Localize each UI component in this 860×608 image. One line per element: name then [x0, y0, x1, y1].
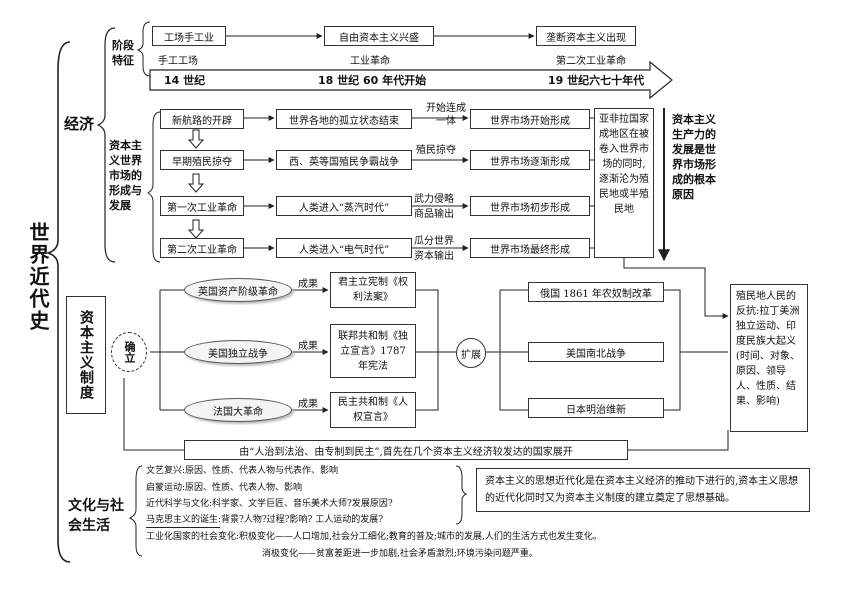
means-4: 瓜分世界资本输出: [414, 236, 454, 262]
cause-4: 第二次工业革命: [160, 238, 244, 258]
phase-1: 手工工场: [158, 56, 198, 67]
means-2: 殖民掠夺: [416, 145, 456, 156]
culture-item-4: 马克思主义的诞生:背景?人物?过程?影响? 工人运动的发展?: [146, 515, 384, 525]
result-3: 世界市场初步形成: [470, 196, 590, 216]
colonial-box: 殖民地人民的反抗:拉丁美洲独立运动、印度民族大起义(时间、对象、原因、领导人、性…: [730, 284, 808, 432]
cause-2: 早期殖民掠夺: [160, 150, 244, 170]
market-conclusion: 资本主义生产力的发展是世界市场形成的根本原因: [672, 113, 716, 201]
time-2: 18 世纪 60 年代开始: [318, 74, 427, 87]
means-3: 武力侵略商品输出: [414, 194, 454, 220]
effect-4: 人类进入“电气时代”: [276, 238, 412, 258]
colonial-resistance: 殖民地人民的反抗:拉丁美洲独立运动、印度民族大起义(时间、对象、原因、领导人、性…: [736, 291, 800, 407]
system-title-box: 资本主义制度: [66, 296, 106, 414]
system-summary: 由“人治到法治、由专制到民主”,首先在几个资本主义经济较发达的国家展开: [184, 440, 628, 460]
result-1: 世界市场开始形成: [470, 109, 590, 129]
revolution-result-1: 君主立宪制《权利法案》: [338, 277, 408, 303]
system-title: 资本主义制度: [78, 310, 94, 400]
cause-3: 第一次工业革命: [160, 196, 244, 216]
effect-1: 世界各地的孤立状态结束: [276, 109, 412, 129]
main-title: 世界近代史: [26, 222, 50, 332]
time-1: 14 世纪: [164, 74, 206, 87]
outcome-1: 成果: [298, 279, 318, 290]
effect-3: 人类进入“蒸汽时代”: [276, 196, 412, 216]
time-3: 19 世纪六七十年代: [548, 74, 645, 87]
stage-label: 阶段特征: [112, 39, 134, 67]
social-change: 工业化国家的社会变化:积极变化——人口增加,社会分工细化;教育的普及;城市的发展…: [146, 532, 602, 542]
stage-box-2: 自由资本主义兴盛: [324, 26, 434, 46]
stage-box-3: 垄断资本主义出现: [536, 26, 636, 46]
culture-title: 文化与社会生活: [68, 498, 124, 534]
market-summary-box: 亚非拉国家成地区在被卷入世界市场的同时,逐渐沦为殖民地或半殖民地: [594, 108, 654, 258]
cause-1: 新航路的开辟: [160, 109, 244, 129]
culture-item-1: 文艺复兴:原因、性质、代表人物与代表作、影响: [146, 466, 339, 476]
establish-node: 确立: [111, 332, 147, 372]
marxism-underline: [146, 527, 220, 528]
culture-item-3: 近代科学与文化:科学家、文学巨匠、音乐美术大师?发展原因?: [146, 499, 393, 509]
result-box-2: 联邦共和制《独立宣言》1787 年宪法: [330, 324, 416, 378]
expand-node: 扩展: [456, 338, 486, 368]
establish-label: 确立: [123, 341, 136, 363]
result-box-1: 君主立宪制《权利法案》: [330, 272, 416, 308]
market-label: 资本主义世界市场的形成与发展: [109, 139, 142, 212]
revolution-1: 英国资产阶级革命: [184, 278, 292, 302]
means-1: 开始连成一体: [426, 103, 466, 127]
culture-summary-box: 资本主义的思想近代化是在资本主义经济的推动下进行的,资本主义思想的近代化同时又为…: [476, 468, 810, 512]
expansion-1: 俄国 1861 年农奴制改革: [528, 282, 664, 302]
result-box-3: 民主共和制《人权宣言》: [330, 392, 416, 428]
revolution-2: 美国独立战争: [184, 340, 292, 364]
culture-item-2: 启蒙运动:原因、性质、代表人物、影响: [146, 483, 303, 493]
expansion-2: 美国南北战争: [528, 342, 664, 362]
phase-2: 工业革命: [350, 56, 390, 67]
outcome-2: 成果: [298, 341, 318, 352]
phase-3: 第二次工业革命: [556, 56, 626, 67]
expansion-3: 日本明治维新: [528, 398, 664, 418]
effect-2: 西、英等国殖民争霸战争: [276, 150, 412, 170]
result-2: 世界市场逐渐形成: [470, 150, 590, 170]
revolution-result-3: 民主共和制《人权宣言》: [338, 397, 408, 423]
outcome-3: 成果: [298, 399, 318, 410]
revolution-3: 法国大革命: [184, 398, 292, 422]
market-summary: 亚非拉国家成地区在被卷入世界市场的同时,逐渐沦为殖民地或半殖民地: [599, 114, 649, 215]
revolution-result-2: 联邦共和制《独立宣言》1787 年宪法: [338, 330, 408, 372]
stage-box-1: 工场手工业: [152, 26, 226, 46]
result-4: 世界市场最终形成: [470, 238, 590, 258]
economy-title: 经济: [64, 115, 95, 133]
culture-summary: 资本主义的思想近代化是在资本主义经济的推动下进行的,资本主义思想的近代化同时又为…: [485, 476, 799, 504]
negative-change: 消极变化——贫富差距进一步加剧,社会矛盾激烈;环境污染问题严重。: [262, 549, 538, 559]
